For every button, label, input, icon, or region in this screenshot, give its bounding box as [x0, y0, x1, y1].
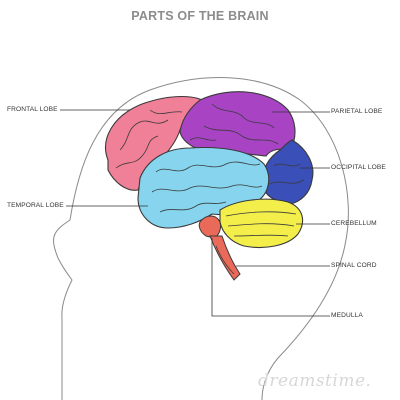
- label-medulla: MEDULLA: [331, 312, 363, 319]
- leader-lines: [60, 109, 330, 317]
- leader-medulla: [211, 238, 330, 317]
- label-temporal-lobe: TEMPORAL LOBE: [7, 202, 64, 209]
- cerebellum: [219, 198, 304, 249]
- spinal-cord: [209, 235, 241, 281]
- label-parietal-lobe: PARIETAL LOBE: [331, 108, 383, 115]
- label-cerebellum: CEREBELLUM: [331, 220, 377, 227]
- label-spinal-cord: SPINAL CORD: [331, 262, 377, 269]
- medulla: [198, 215, 221, 239]
- label-occipital-lobe: OCCIPITAL LOBE: [331, 164, 386, 171]
- watermark: dreamstime.: [258, 371, 372, 391]
- diagram-title: PARTS OF THE BRAIN: [131, 9, 269, 23]
- gyri-lines: [115, 103, 305, 275]
- label-frontal-lobe: FRONTAL LOBE: [7, 106, 58, 113]
- occipital-lobe: [261, 139, 314, 205]
- head-outline: [53, 77, 349, 400]
